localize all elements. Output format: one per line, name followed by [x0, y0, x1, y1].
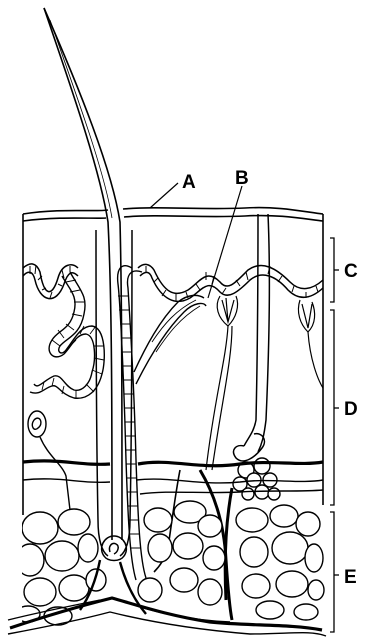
label-d: D	[344, 399, 358, 420]
leader-lines	[150, 183, 242, 298]
epidermis-surface	[23, 208, 323, 221]
base-vessels	[8, 560, 326, 636]
sweat-duct-right	[234, 214, 270, 461]
bracket-e	[330, 512, 334, 632]
sweat-duct-left	[30, 272, 104, 398]
hair-follicle	[96, 230, 132, 561]
bracket-d	[330, 310, 334, 505]
label-c: C	[344, 261, 358, 282]
label-a: A	[182, 172, 196, 193]
bracket-c	[330, 238, 334, 302]
skin-block-outline	[23, 214, 323, 515]
label-b: B	[235, 168, 249, 189]
arrector-pili-muscle	[134, 295, 206, 384]
layer-brackets	[330, 238, 339, 632]
adipose-tissue	[16, 501, 324, 625]
epidermal-basal-layer	[23, 264, 323, 302]
label-e: E	[344, 567, 357, 588]
